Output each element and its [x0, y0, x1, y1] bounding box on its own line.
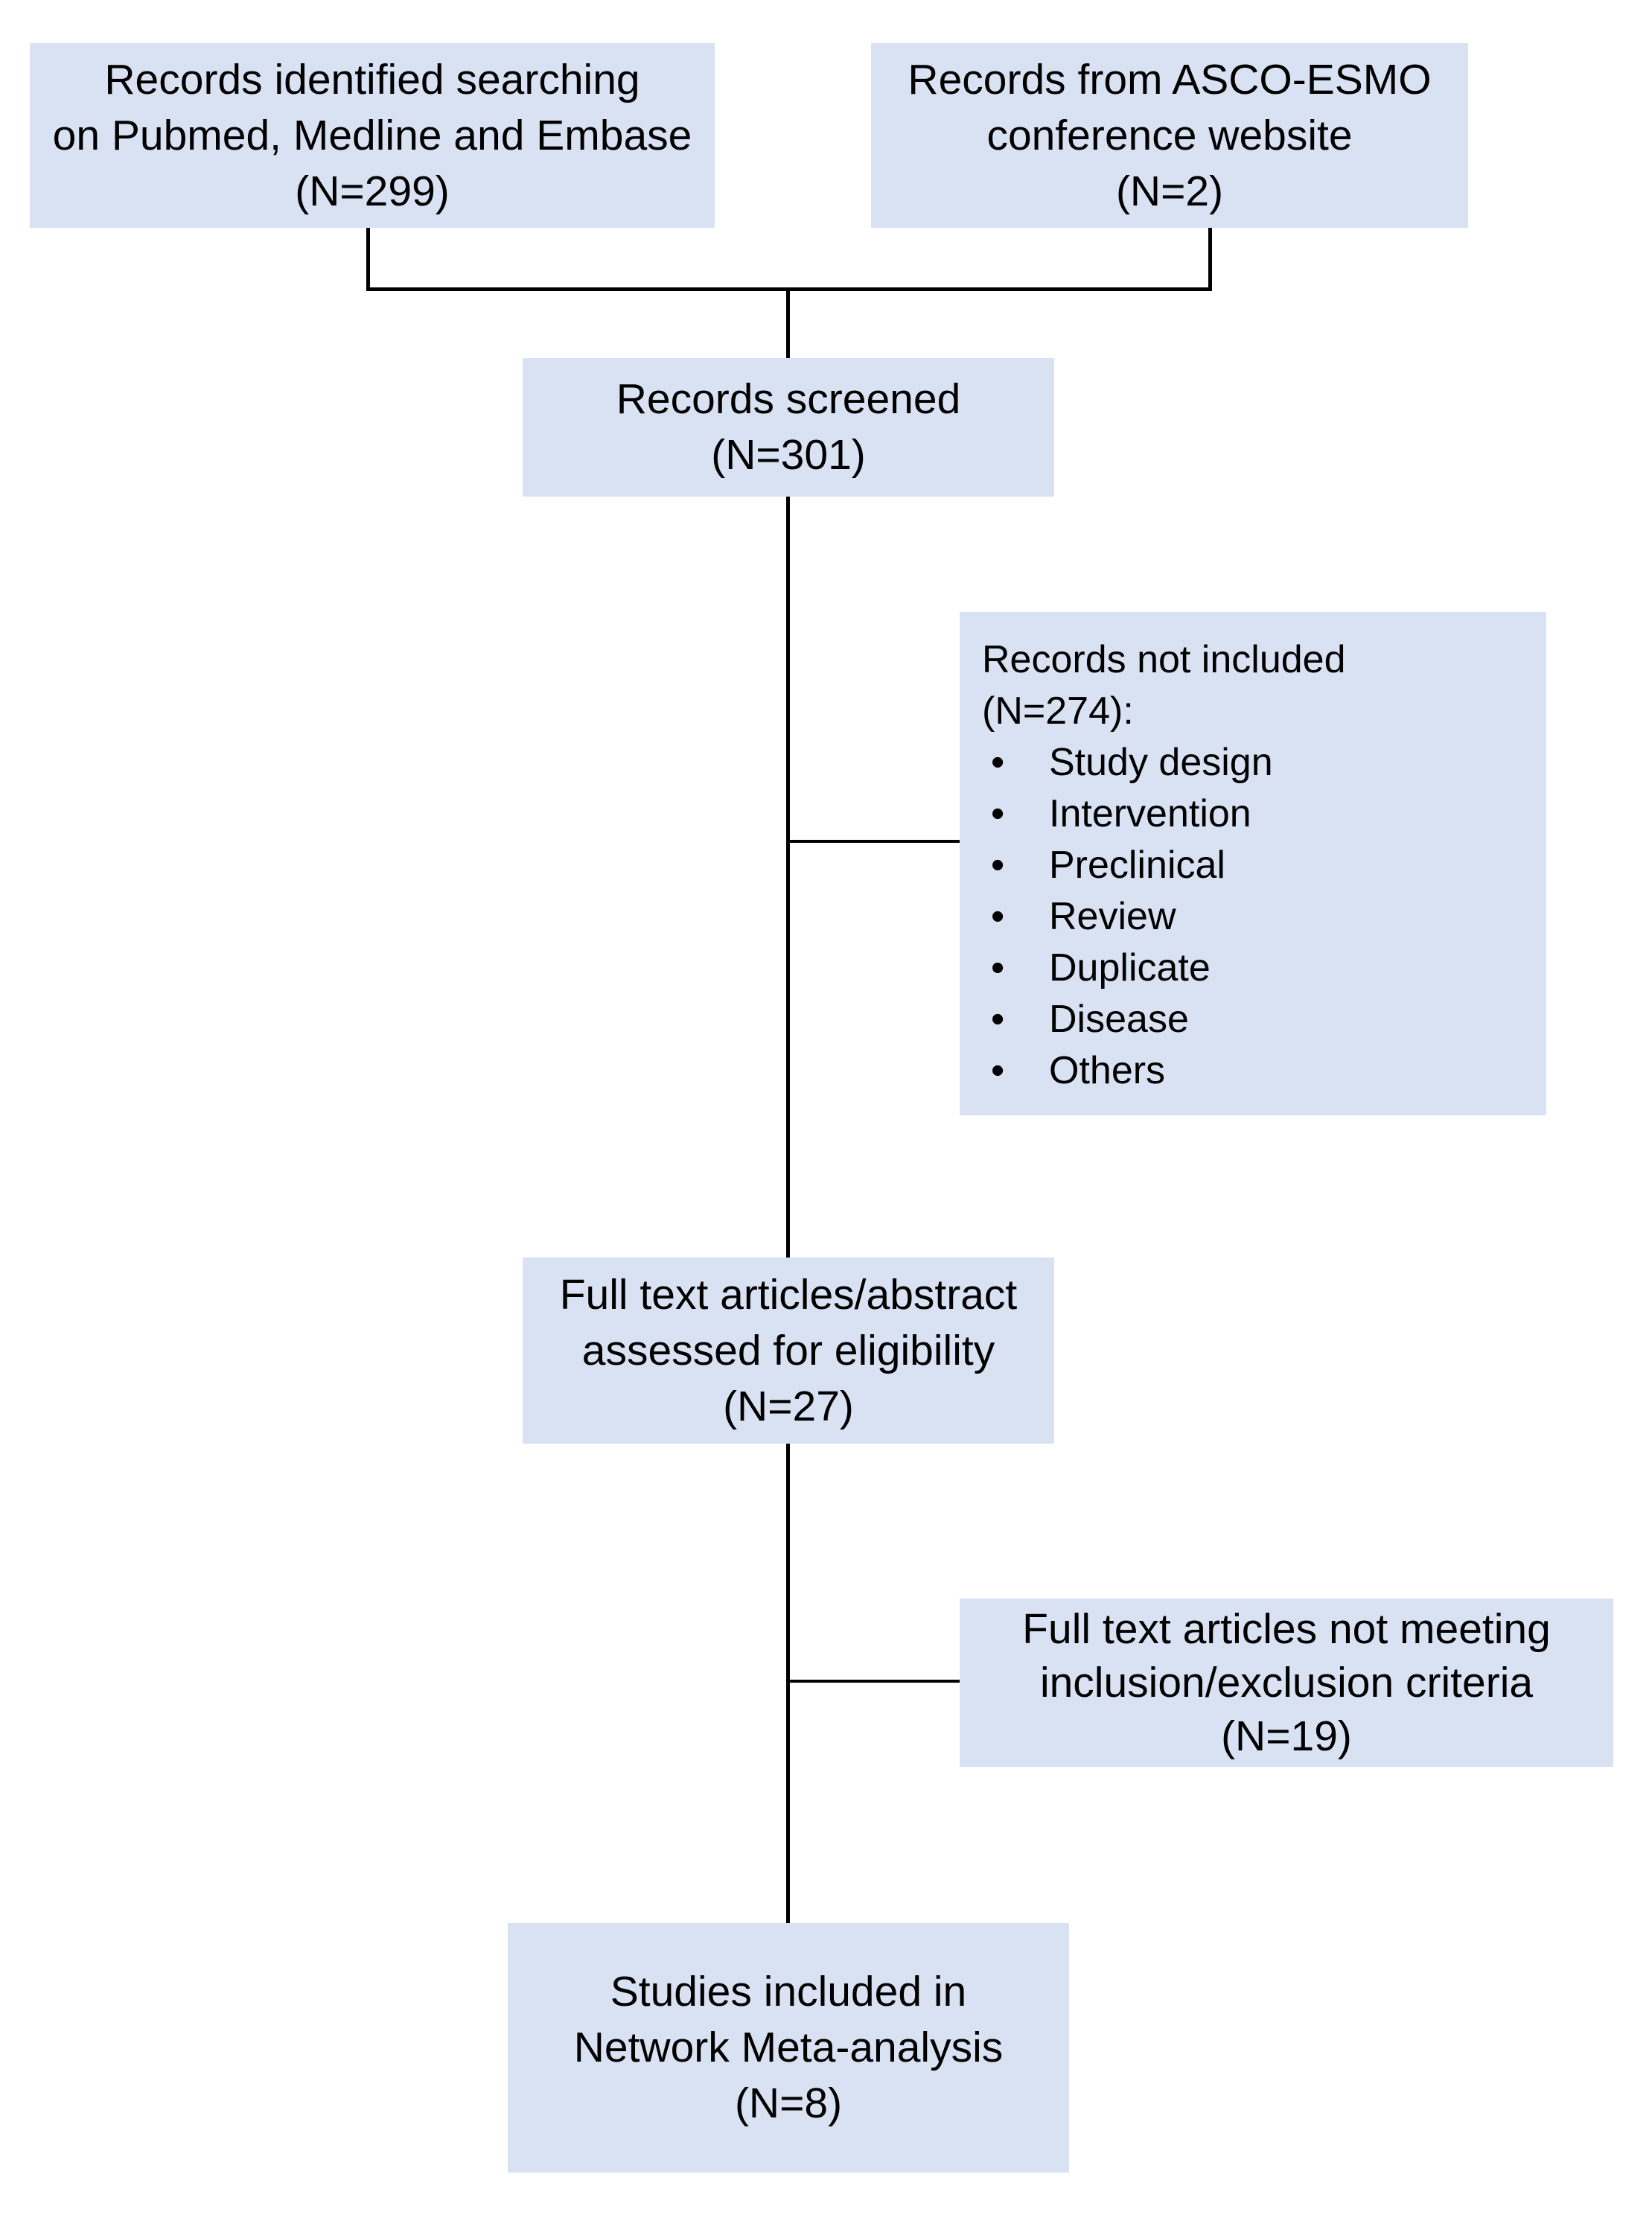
- exclusion-reason: Duplicate: [1049, 946, 1211, 989]
- records-conference-line-1: Records from ASCO-ESMO: [908, 55, 1432, 103]
- studies-included-line-2: Network Meta-analysis: [573, 2024, 1004, 2071]
- full-text-assessed-count: (N=27): [723, 1382, 854, 1430]
- bullet-icon: •: [991, 998, 1005, 1041]
- full-text-not-meeting-line-1: Full text articles not meeting: [1022, 1605, 1551, 1653]
- exclusion-reason: Review: [1049, 895, 1176, 938]
- list-item: • Study design: [982, 737, 1524, 788]
- exclusion-reason: Intervention: [1049, 792, 1251, 835]
- bullet-icon: •: [991, 844, 1005, 887]
- exclusion-reason: Others: [1049, 1049, 1166, 1092]
- box-records-screened: Records screened (N=301): [523, 358, 1054, 497]
- box-full-text-not-meeting: Full text articles not meeting inclusion…: [960, 1599, 1613, 1767]
- connector-branch-to-not-included: [788, 840, 960, 843]
- list-item: • Intervention: [982, 788, 1524, 840]
- box-records-identified: Records identified searching on Pubmed, …: [30, 43, 715, 228]
- list-item: • Disease: [982, 994, 1524, 1045]
- exclusion-reason: Preclinical: [1049, 844, 1225, 887]
- bullet-icon: •: [991, 895, 1005, 938]
- list-item: • Preclinical: [982, 840, 1524, 891]
- exclusion-reason: Study design: [1049, 741, 1273, 784]
- box-full-text-assessed: Full text articles/abstract assessed for…: [523, 1258, 1054, 1444]
- bullet-icon: •: [991, 946, 1005, 989]
- records-conference-line-2: conference website: [986, 111, 1353, 159]
- box-studies-included: Studies included in Network Meta-analysi…: [508, 1923, 1069, 2173]
- not-included-title-1: Records not included: [982, 638, 1346, 681]
- bullet-icon: •: [991, 1049, 1005, 1092]
- connector-spine-screened-to-fulltext: [786, 497, 790, 1258]
- studies-included-count: (N=8): [734, 2079, 843, 2127]
- records-screened-count: (N=301): [711, 431, 866, 479]
- full-text-not-meeting-line-2: inclusion/exclusion criteria: [1039, 1659, 1534, 1706]
- records-identified-line-1: Records identified searching: [104, 55, 640, 103]
- records-screened-line-1: Records screened: [616, 375, 961, 423]
- full-text-assessed-line-2: assessed for eligibility: [581, 1326, 995, 1374]
- list-item: • Review: [982, 891, 1524, 943]
- full-text-not-meeting-count: (N=19): [1221, 1712, 1352, 1760]
- connector-spine-fulltext-to-included: [786, 1444, 790, 1924]
- bullet-icon: •: [991, 741, 1005, 784]
- records-identified-line-2: on Pubmed, Medline and Embase: [52, 111, 692, 159]
- not-included-title-2: (N=274):: [982, 689, 1134, 733]
- box-records-conference: Records from ASCO-ESMO conference websit…: [871, 43, 1468, 228]
- exclusion-reason: Disease: [1049, 998, 1189, 1041]
- full-text-assessed-line-1: Full text articles/abstract: [559, 1270, 1018, 1319]
- bullet-icon: •: [991, 792, 1005, 835]
- connector-stub-from-identified: [366, 228, 370, 290]
- connector-stub-from-conference: [1208, 228, 1212, 290]
- connector-branch-to-not-meeting: [788, 1680, 960, 1683]
- list-item: • Duplicate: [982, 943, 1524, 994]
- records-identified-count: (N=299): [295, 167, 450, 215]
- studies-included-line-1: Studies included in: [610, 1968, 967, 2015]
- box-records-not-included: Records not included (N=274): • Study de…: [960, 612, 1546, 1115]
- connector-spine-to-screened: [786, 289, 790, 359]
- records-conference-count: (N=2): [1115, 167, 1224, 215]
- list-item: • Others: [982, 1045, 1524, 1097]
